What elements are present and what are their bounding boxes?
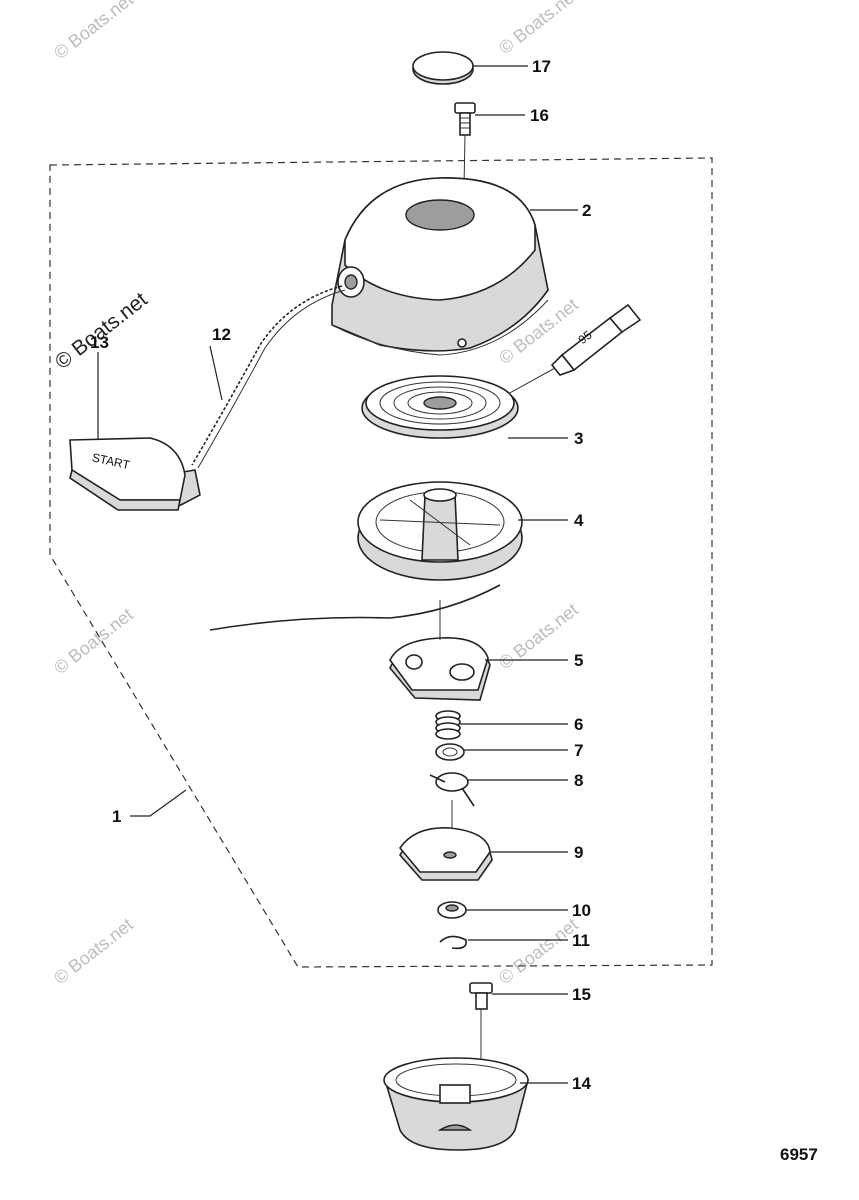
part-11-clip — [439, 935, 468, 950]
label-16: 16 — [530, 106, 549, 125]
part-labels: 17 16 2 12 13 3 4 5 6 7 8 1 9 10 11 15 1… — [90, 57, 818, 1164]
label-2: 2 — [582, 201, 591, 220]
figure-number: 6957 — [780, 1145, 818, 1164]
watermark: © Boats.net — [495, 599, 582, 673]
watermark: © Boats.net — [50, 0, 137, 63]
part-15-bolt — [469, 982, 493, 1010]
watermark: © Boats.net — [50, 914, 137, 988]
part-9-plate — [398, 827, 493, 881]
part-14-cup — [383, 1057, 530, 1151]
watermark: © Boats.net — [495, 914, 582, 988]
label-17: 17 — [532, 57, 551, 76]
part-4-pulley — [357, 481, 523, 581]
label-9: 9 — [574, 843, 583, 862]
watermark: © Boats.net — [50, 604, 137, 678]
part-8-clip — [429, 772, 475, 807]
label-8: 8 — [574, 771, 583, 790]
label-7: 7 — [574, 741, 583, 760]
label-11: 11 — [572, 931, 590, 950]
part-10-nut-hole — [445, 904, 459, 912]
part-7-washer — [435, 743, 465, 761]
leader-lines — [97, 65, 578, 1084]
label-10: 10 — [572, 901, 591, 920]
rope-loose-end — [209, 584, 501, 631]
watermark-dark: © Boats.net — [51, 288, 152, 374]
assembly-boundary — [49, 157, 713, 968]
part-5-pawl-plate — [389, 637, 491, 701]
part-7-washer-hole — [442, 747, 458, 757]
lubricant-tube: 95 — [487, 303, 642, 406]
part-3-spring — [361, 375, 519, 439]
label-1: 1 — [112, 807, 121, 826]
label-6: 6 — [574, 715, 583, 734]
label-13: 13 — [90, 333, 109, 352]
part-6-spring — [435, 710, 461, 740]
label-4: 4 — [574, 511, 584, 530]
part-12-rope — [191, 285, 346, 469]
part-16-screw — [454, 102, 476, 136]
part-2-housing — [331, 177, 549, 356]
label-3: 3 — [574, 429, 583, 448]
label-14: 14 — [572, 1074, 591, 1093]
watermark: © Boats.net — [495, 0, 582, 58]
label-5: 5 — [574, 651, 583, 670]
label-12: 12 — [212, 325, 231, 344]
part-13-handle: START — [69, 437, 201, 511]
part-17-cap — [412, 51, 474, 85]
label-15: 15 — [572, 985, 591, 1004]
